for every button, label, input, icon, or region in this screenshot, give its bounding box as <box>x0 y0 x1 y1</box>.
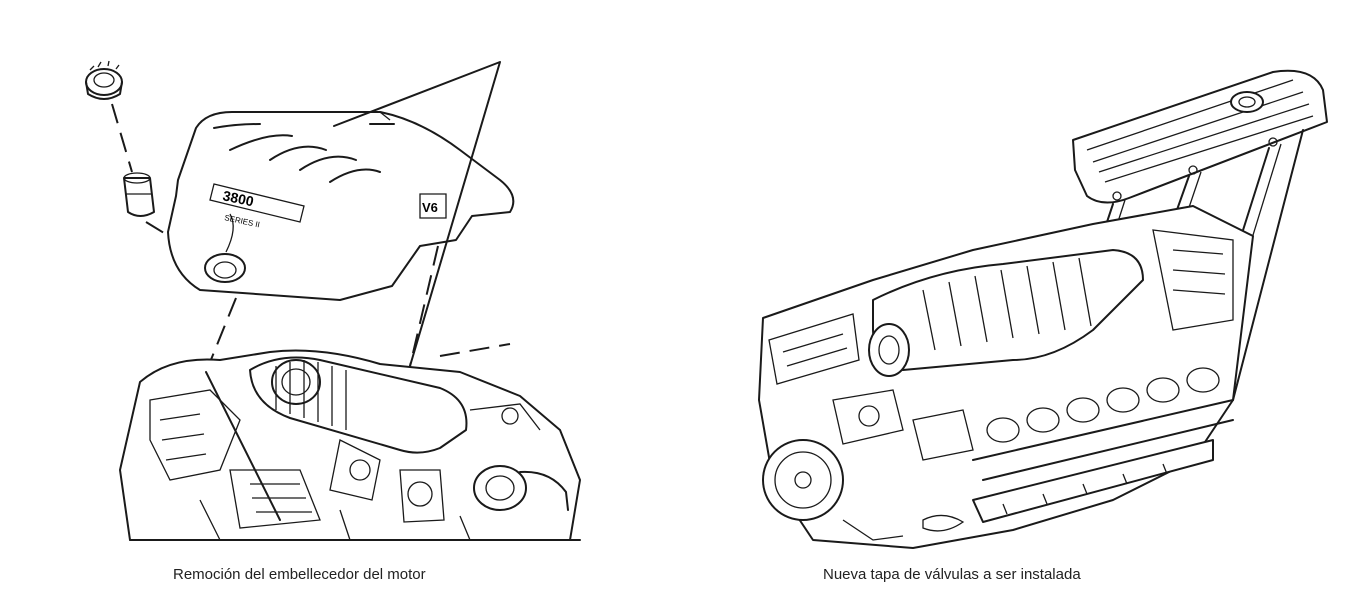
rocker-arms <box>972 367 1234 481</box>
oil-filler-cap <box>85 60 123 100</box>
valve-cover <box>1072 69 1328 204</box>
valve-cover-illustration <box>758 69 1328 549</box>
cover-leader-rear <box>439 343 511 357</box>
cap-leader-line <box>111 103 133 173</box>
caption-new-valve-cover: Nueva tapa de válvulas a ser instalada <box>823 566 1081 583</box>
cover-badge-v6: V6 <box>422 200 438 215</box>
cover-leader-right <box>409 245 439 367</box>
cover-badge-3800: 3800 <box>221 187 255 209</box>
cover-leader-triangle <box>333 61 501 367</box>
engine-cover: 3800 SERIES II V6 <box>167 111 515 301</box>
caption-engine-cover-removal: Remoción del embellecedor del motor <box>173 566 426 583</box>
figure-new-valve-cover: Nueva tapa de válvulas a ser instalada <box>673 0 1346 616</box>
figure-engine-cover-removal: 3800 SERIES II V6 <box>85 60 581 583</box>
engine-block-left <box>119 349 581 541</box>
engine-block-right <box>758 205 1254 549</box>
engine-cover-illustration: 3800 SERIES II V6 <box>85 60 581 541</box>
filler-grommet <box>123 172 155 217</box>
